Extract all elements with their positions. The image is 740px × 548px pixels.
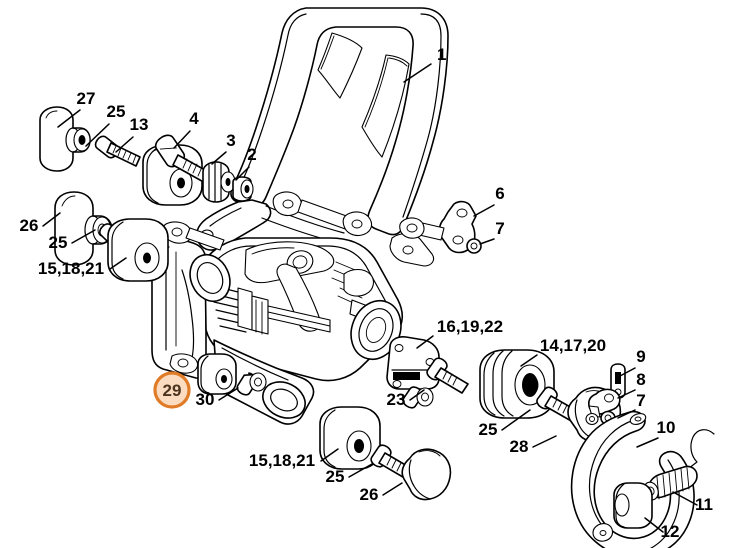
callout-label-3: 3: [226, 131, 235, 150]
leader-line-30: [218, 387, 239, 401]
callout-label-30: 30: [196, 390, 215, 409]
part-tension-spring-11: [643, 429, 715, 501]
part-av-buffer-ribbed-14-17-20: [479, 349, 555, 419]
leader-line-23: [409, 389, 425, 401]
part-end-cap-flanged-27: [39, 106, 91, 172]
part-av-spacer-bushing-29: [197, 353, 237, 395]
callout-label-7: 7: [636, 391, 645, 410]
leader-lines: [42, 63, 698, 533]
highlight-badge-29[interactable]: 29: [153, 371, 191, 409]
callout-label-4: 4: [189, 109, 199, 128]
leader-line-3: [211, 151, 227, 165]
callout-label-2: 2: [247, 145, 256, 164]
leader-line-28: [532, 435, 557, 448]
leader-line-1: [403, 63, 432, 83]
leader-line-14-17-20: [520, 354, 538, 367]
leader-line-15-18-21: [109, 257, 127, 270]
callout-label-7: 7: [495, 219, 504, 238]
leader-line-4: [173, 130, 191, 149]
leader-line-13: [115, 136, 134, 153]
leader-line-25: [348, 463, 373, 478]
leader-line-10: [636, 437, 659, 448]
leader-line-2: [235, 166, 250, 181]
leader-line-12: [644, 517, 664, 533]
callout-label-15-18-21: 15,18,21: [38, 259, 104, 278]
part-av-buffer-sleeve-15-18-21a: [107, 218, 169, 282]
highlight-number: 29: [163, 381, 182, 400]
leader-line-8: [617, 389, 636, 399]
callout-label-26: 26: [20, 216, 39, 235]
leader-line-25: [71, 229, 96, 244]
leader-line-26: [42, 212, 61, 227]
callout-label-25: 25: [107, 102, 126, 121]
callout-label-6: 6: [495, 184, 504, 203]
part-av-grommet-small-3: [202, 161, 236, 203]
leader-line-9: [619, 367, 636, 377]
callout-label-25: 25: [49, 233, 68, 252]
part-chassis-body: [151, 191, 435, 425]
part-buffer-cap-26b: [401, 448, 452, 501]
callout-label-16-19-22: 16,19,22: [437, 317, 503, 336]
leader-line-6: [473, 204, 495, 217]
callout-label-23: 23: [387, 390, 406, 409]
callout-label-12: 12: [661, 522, 680, 541]
callout-label-11: 11: [695, 495, 713, 514]
leader-line-27: [57, 109, 81, 128]
callout-label-1: 1: [437, 45, 446, 64]
leader-line-15-18-21: [320, 448, 339, 462]
leader-line-7: [617, 409, 636, 419]
callout-label-25: 25: [326, 467, 345, 486]
leader-line-26: [382, 482, 403, 496]
highlight-circle[interactable]: [153, 371, 191, 409]
callout-label-28: 28: [510, 437, 529, 456]
part-washer-nut-2: [232, 176, 254, 202]
callout-label-8: 8: [636, 370, 645, 389]
part-hex-nut-7a: [466, 238, 482, 254]
leader-line-25: [85, 123, 110, 147]
callout-label-26: 26: [360, 485, 379, 504]
callout-label-14-17-20: 14,17,20: [540, 336, 606, 355]
callout-label-25: 25: [479, 420, 498, 439]
leader-line-16-19-22: [416, 335, 434, 349]
part-link-bracket-6: [399, 200, 477, 254]
callout-label-13: 13: [130, 115, 149, 134]
callout-label-9: 9: [636, 347, 645, 366]
part-spring-sleeve-12: [613, 482, 653, 529]
part-hex-screw-25a: [94, 135, 141, 167]
part-fastening-screw-30: [236, 372, 267, 396]
part-av-mount-bracket-16-19-22: [386, 336, 440, 390]
callout-label-10: 10: [657, 418, 676, 437]
part-mount-screw-23a: [426, 357, 469, 394]
leader-line-7: [479, 238, 495, 245]
callout-label-15-18-21: 15,18,21: [249, 451, 315, 470]
leader-line-11: [672, 491, 698, 506]
callout-label-27: 27: [77, 89, 96, 108]
leader-line-25: [501, 409, 531, 431]
